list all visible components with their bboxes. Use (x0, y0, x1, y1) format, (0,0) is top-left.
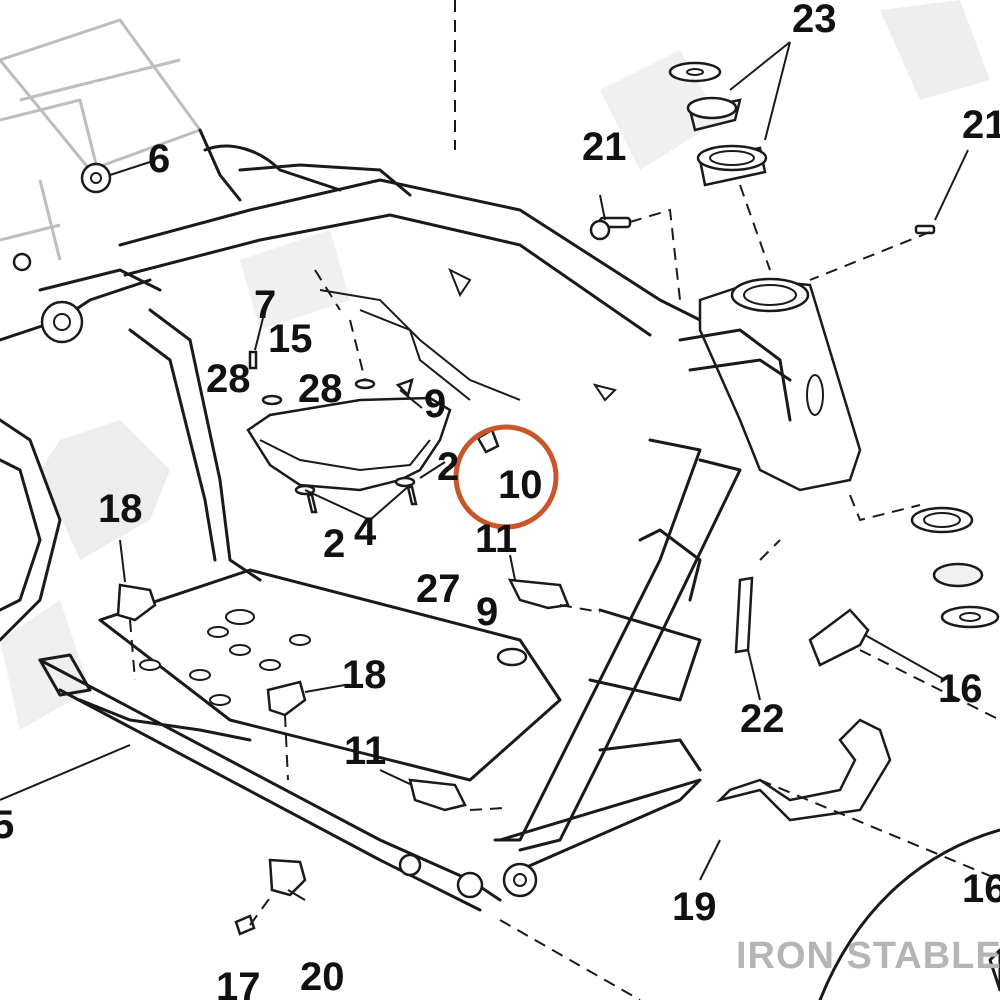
part-9-ring (496, 647, 528, 667)
callout-18: 18 (342, 653, 387, 697)
callout-19: 19 (672, 885, 717, 929)
callout-9: 9 (476, 590, 498, 634)
part-27-side-cover (246, 396, 452, 492)
callout-15: 15 (268, 317, 313, 361)
callout-10: 10 (498, 463, 543, 507)
callout-18: 18 (98, 487, 143, 531)
callout-4: 4 (354, 510, 377, 554)
callout-5: 5 (0, 803, 14, 847)
callout-11: 11 (475, 517, 517, 561)
callout-7: 7 (254, 283, 276, 327)
callout-20: 20 (300, 955, 345, 999)
callout-27: 27 (416, 567, 461, 611)
part-22-strip (734, 576, 754, 654)
callout-16: 16 (962, 867, 1000, 911)
fasteners (248, 350, 418, 514)
callout-9: 9 (424, 382, 446, 426)
callout-17: 17 (216, 965, 261, 1000)
callout-6: 6 (148, 137, 170, 181)
part-19-bracket (715, 718, 892, 822)
callout-2: 2 (323, 522, 345, 566)
part-bearing-right (910, 506, 1000, 629)
callout-28: 28 (206, 357, 251, 401)
highlight-circle (453, 424, 559, 530)
callout-22: 22 (740, 697, 785, 741)
callout-11: 11 (344, 729, 386, 773)
part-11-clamp (408, 578, 570, 812)
callout-21: 21 (582, 125, 627, 169)
part-17-screw (234, 914, 256, 936)
part-16-bracket (808, 608, 870, 667)
part-21-pin (589, 216, 936, 241)
brand-watermark: IRON STABLE (736, 935, 1000, 977)
part-16-fender (818, 828, 1000, 1000)
callout-28: 28 (298, 367, 343, 411)
callout-23: 23 (792, 0, 837, 41)
callout-2: 2 (437, 445, 459, 489)
callout-16: 16 (938, 667, 983, 711)
part-20-clamp (268, 858, 307, 897)
part-6-nut (80, 162, 112, 194)
motorcycle-frame (0, 18, 862, 912)
part-18-clamp (116, 583, 307, 717)
callout-21: 21 (962, 103, 1000, 147)
part-23-bearing-set (668, 61, 768, 187)
